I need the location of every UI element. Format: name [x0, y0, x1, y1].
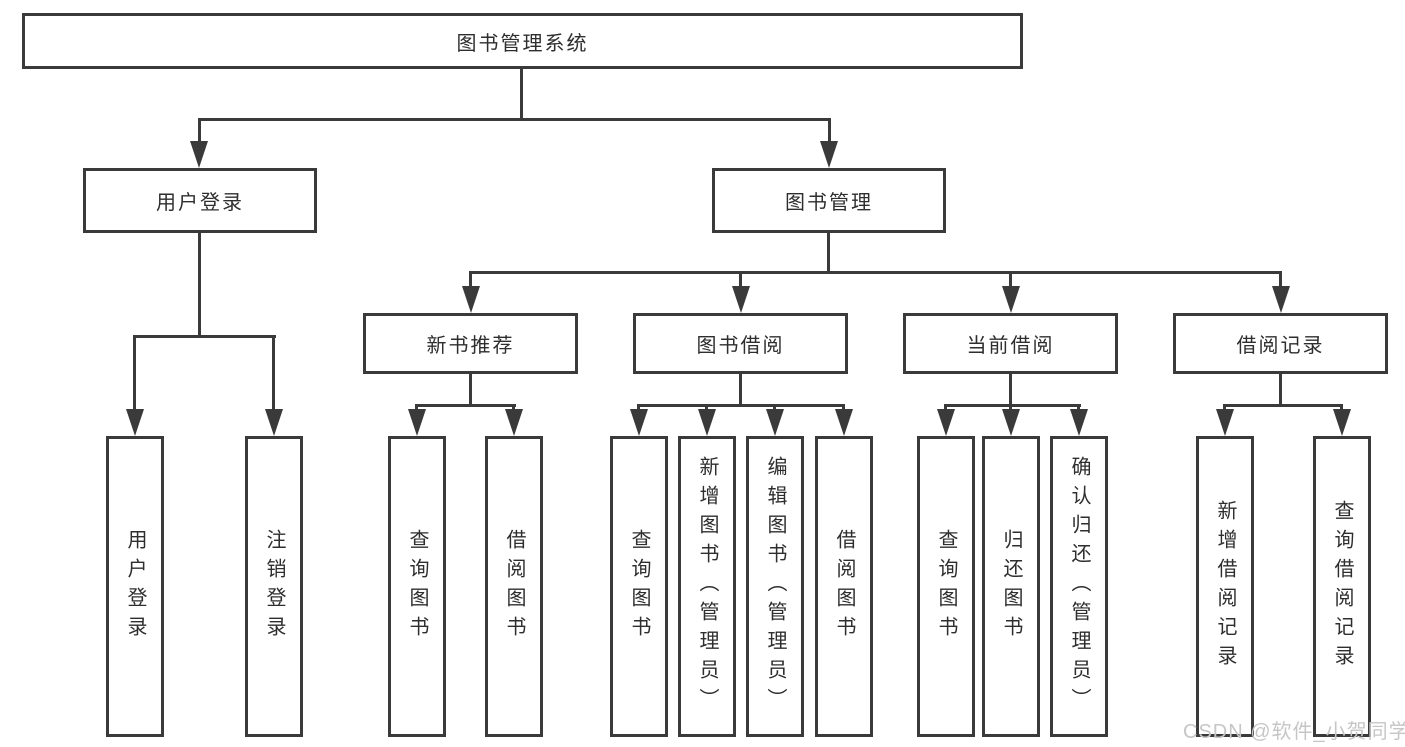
connector-section-rail: [637, 404, 845, 407]
arrowhead-down-icon: [1272, 286, 1290, 313]
node-book-management-group: 图书管理: [712, 168, 946, 233]
leaf-query-books-current: 查询图书: [917, 436, 975, 737]
arrowhead-down-icon: [1070, 409, 1088, 436]
connector-drop-leaf: [705, 404, 708, 412]
connector-drop-leaf: [944, 404, 947, 412]
connector-drop-section: [739, 271, 742, 291]
connector-drop-leaf: [1223, 404, 1226, 412]
node-borrow-records: 借阅记录: [1173, 313, 1388, 374]
connector-section-stem: [739, 374, 742, 407]
leaf-confirm-return-admin: 确认归还（管理员）: [1050, 436, 1108, 737]
node-new-book-recommend: 新书推荐: [363, 313, 578, 374]
connector-drop-section: [1279, 271, 1282, 291]
connector-drop-section: [1009, 271, 1012, 291]
leaf-return-book: 归还图书: [982, 436, 1040, 737]
connector-drop-section: [469, 271, 472, 291]
arrowhead-down-icon: [835, 409, 853, 436]
arrowhead-down-icon: [937, 409, 955, 436]
node-root: 图书管理系统: [22, 13, 1023, 69]
connector-section-rail: [1223, 404, 1343, 407]
connector-drop-leaf: [1077, 404, 1080, 412]
connector-drop-leaf: [637, 404, 640, 412]
arrowhead-down-icon: [698, 409, 716, 436]
connector-drop-leaf: [842, 404, 845, 412]
leaf-user-login: 用户登录: [106, 436, 164, 737]
arrowhead-down-icon: [1333, 409, 1351, 436]
leaf-logout: 注销登录: [245, 436, 303, 737]
csdn-watermark: CSDN @软件_小贺同学: [1183, 721, 1405, 743]
connector-user-login-rail: [133, 335, 276, 338]
arrowhead-down-icon: [190, 141, 208, 168]
arrowhead-down-icon: [766, 409, 784, 436]
connector-drop-book-mgmt: [828, 118, 831, 144]
arrowhead-down-icon: [462, 286, 480, 313]
connector-drop-leaf: [133, 335, 136, 413]
arrowhead-down-icon: [820, 141, 838, 168]
connector-drop-leaf: [415, 404, 418, 412]
connector-section-stem: [469, 374, 472, 407]
leaf-query-borrow-record: 查询借阅记录: [1313, 436, 1371, 737]
arrowhead-down-icon: [1002, 409, 1020, 436]
connector-book-mgmt-stem: [827, 233, 830, 273]
connector-root-rail: [198, 118, 831, 121]
arrowhead-down-icon: [1216, 409, 1234, 436]
leaf-borrow-books-recommend: 借阅图书: [485, 436, 543, 737]
arrowhead-down-icon: [265, 409, 283, 436]
connector-section-rail: [944, 404, 1081, 407]
connector-drop-leaf: [773, 404, 776, 412]
leaf-query-books-borrow: 查询图书: [610, 436, 668, 737]
connector-section-stem: [1279, 374, 1282, 407]
connector-drop-leaf: [512, 404, 515, 412]
connector-user-login-stem: [198, 233, 201, 337]
arrowhead-down-icon: [505, 409, 523, 436]
connector-drop-leaf: [272, 335, 275, 413]
arrowhead-down-icon: [126, 409, 144, 436]
node-book-borrow: 图书借阅: [633, 313, 848, 374]
node-user-login-group: 用户登录: [83, 168, 317, 233]
connector-section-stem: [1009, 374, 1012, 407]
node-current-borrow: 当前借阅: [903, 313, 1118, 374]
arrowhead-down-icon: [732, 286, 750, 313]
connector-drop-user-login: [198, 118, 201, 144]
leaf-borrow-books: 借阅图书: [815, 436, 873, 737]
connector-root-stem: [520, 69, 523, 118]
leaf-add-borrow-record: 新增借阅记录: [1196, 436, 1254, 737]
connector-book-mgmt-rail: [469, 271, 1282, 274]
leaf-query-books-recommend: 查询图书: [388, 436, 446, 737]
arrowhead-down-icon: [408, 409, 426, 436]
arrowhead-down-icon: [1002, 286, 1020, 313]
arrowhead-down-icon: [630, 409, 648, 436]
leaf-edit-book-admin: 编辑图书（管理员）: [746, 436, 804, 737]
connector-section-rail: [415, 404, 516, 407]
connector-drop-leaf: [1009, 404, 1012, 412]
leaf-add-book-admin: 新增图书（管理员）: [678, 436, 736, 737]
connector-drop-leaf: [1340, 404, 1343, 412]
